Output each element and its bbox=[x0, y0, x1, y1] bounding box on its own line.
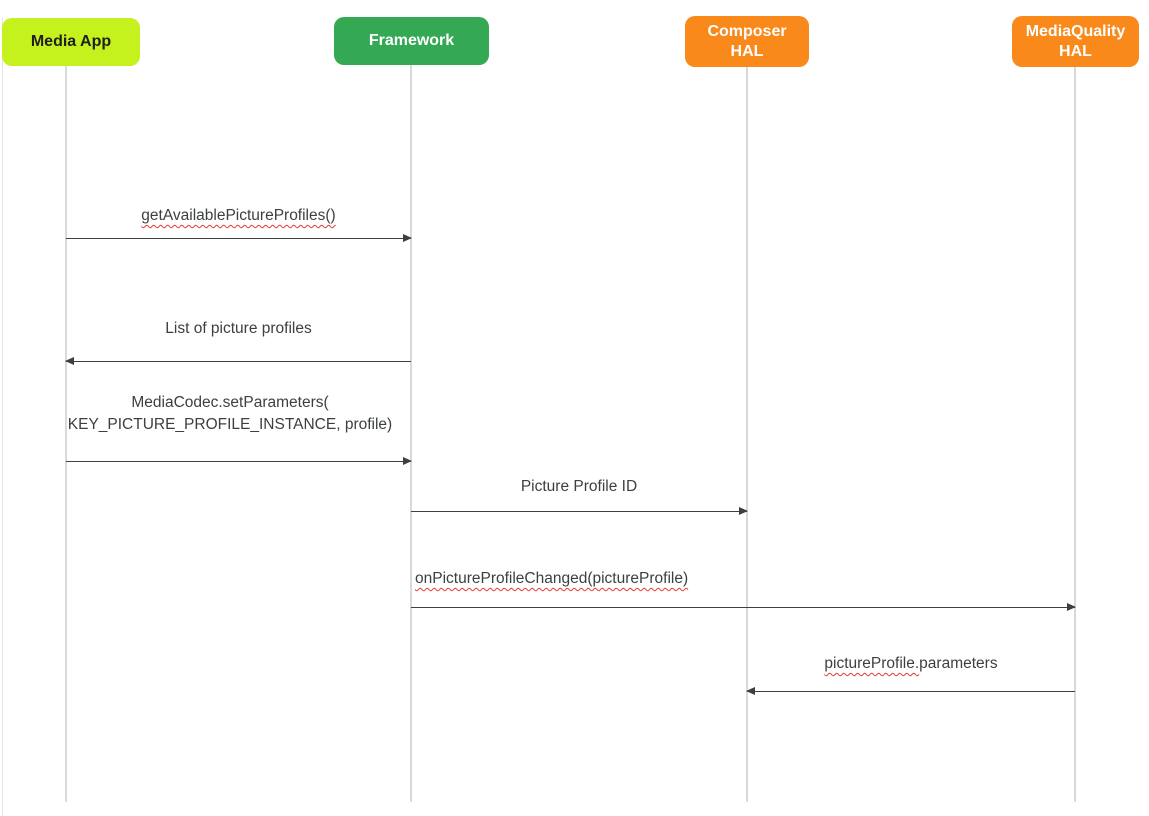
participant-media-app-label: Media App bbox=[30, 33, 112, 50]
message-5-arrow bbox=[411, 603, 1076, 612]
lifeline-mediaquality-hal bbox=[1074, 67, 1076, 802]
participant-composer-hal: Composer HAL bbox=[685, 16, 809, 67]
message-4-text: Picture Profile ID bbox=[520, 478, 638, 495]
message-2-label: List of picture profiles bbox=[66, 318, 411, 340]
message-2-arrow bbox=[65, 357, 411, 366]
arrowhead-right-icon bbox=[403, 234, 412, 243]
lifeline-media-app bbox=[65, 66, 67, 802]
message-6-text-underlined: pictureProfile. bbox=[824, 655, 920, 672]
message-3-text-line2: KEY_PICTURE_PROFILE_INSTANCE, profile) bbox=[67, 416, 393, 433]
message-5-text: onPictureProfileChanged(pictureProfile) bbox=[415, 570, 689, 587]
message-3-label: MediaCodec.setParameters( KEY_PICTURE_PR… bbox=[16, 392, 444, 436]
message-2-text: List of picture profiles bbox=[165, 320, 312, 337]
page-edge-line bbox=[2, 18, 3, 816]
message-3-arrow bbox=[66, 457, 412, 466]
participant-mediaquality-hal-label: MediaQuality HAL bbox=[1025, 22, 1126, 60]
participant-media-app: Media App bbox=[2, 18, 140, 66]
arrowhead-left-icon bbox=[65, 357, 74, 366]
message-1-arrow bbox=[66, 234, 412, 243]
message-1-label: getAvailablePictureProfiles() bbox=[66, 205, 411, 227]
lifeline-framework bbox=[410, 65, 412, 802]
message-4-label: Picture Profile ID bbox=[411, 476, 747, 498]
lifeline-composer-hal bbox=[746, 67, 748, 802]
message-4-arrow bbox=[411, 507, 748, 516]
participant-mediaquality-hal: MediaQuality HAL bbox=[1012, 16, 1139, 67]
participant-framework: Framework bbox=[334, 17, 489, 65]
message-6-label: pictureProfile.parameters bbox=[747, 653, 1075, 675]
participant-composer-hal-label: Composer HAL bbox=[707, 22, 787, 60]
message-5-label: onPictureProfileChanged(pictureProfile) bbox=[415, 568, 688, 590]
message-6-arrow bbox=[746, 687, 1075, 696]
message-1-text: getAvailablePictureProfiles() bbox=[141, 207, 336, 224]
arrowhead-right-icon bbox=[739, 507, 748, 516]
message-3-text-line1: MediaCodec.setParameters( bbox=[131, 394, 329, 411]
arrowhead-right-icon bbox=[403, 457, 412, 466]
participant-framework-label: Framework bbox=[368, 32, 455, 49]
message-6-text-plain: parameters bbox=[919, 655, 998, 672]
arrowhead-right-icon bbox=[1067, 603, 1076, 612]
arrowhead-left-icon bbox=[746, 687, 755, 696]
